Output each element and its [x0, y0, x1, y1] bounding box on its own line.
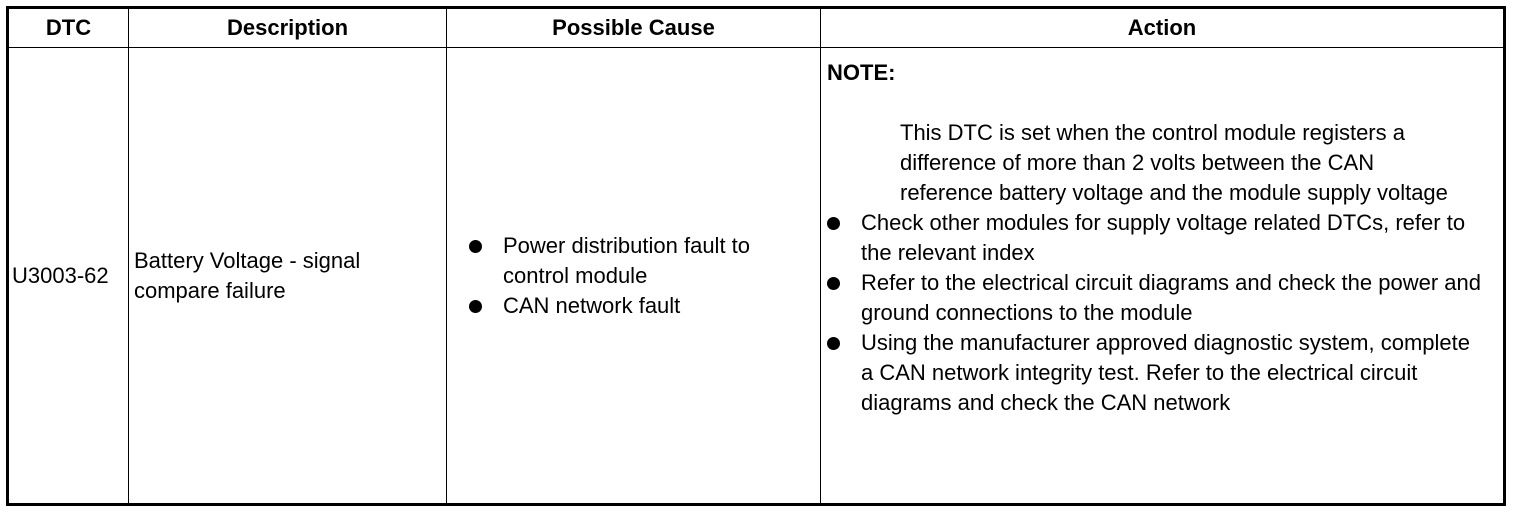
- action-text: Using the manufacturer approved diagnost…: [861, 330, 1470, 415]
- bullet-icon: [469, 239, 482, 253]
- action-list: Check other modules for supply voltage r…: [827, 208, 1483, 418]
- dtc-description: Battery Voltage - signal compare failure: [128, 47, 447, 504]
- list-item: Check other modules for supply voltage r…: [827, 208, 1483, 268]
- possible-cause-text: Power distribution fault to control modu…: [503, 232, 751, 288]
- note-text: This DTC is set when the control module …: [900, 120, 1448, 205]
- table-row: U3003-62 Battery Voltage - signal compar…: [8, 47, 1504, 504]
- header-dtc: DTC: [8, 8, 129, 48]
- action-text: Check other modules for supply voltage r…: [861, 210, 1466, 265]
- possible-cause-cell: Power distribution fault to control modu…: [446, 47, 821, 504]
- bullet-icon: [827, 277, 840, 290]
- dtc-table-container: DTC Description Possible Cause Action U3…: [6, 6, 1506, 506]
- possible-cause-text: CAN network fault: [503, 292, 681, 318]
- header-possible-cause: Possible Cause: [446, 8, 821, 48]
- possible-cause-list: Power distribution fault to control modu…: [469, 231, 820, 321]
- table-header-row: DTC Description Possible Cause Action: [8, 8, 1504, 48]
- dtc-code: U3003-62: [8, 47, 129, 504]
- action-cell: NOTE: This DTC is set when the control m…: [820, 47, 1504, 504]
- dtc-table: DTC Description Possible Cause Action U3…: [8, 8, 1504, 504]
- list-item: Using the manufacturer approved diagnost…: [827, 328, 1483, 418]
- bullet-icon: [827, 217, 840, 230]
- action-text: Refer to the electrical circuit diagrams…: [861, 270, 1481, 325]
- list-item: Refer to the electrical circuit diagrams…: [827, 268, 1483, 328]
- list-item: CAN network fault: [469, 291, 820, 321]
- bullet-icon: [827, 337, 840, 350]
- header-action: Action: [820, 8, 1504, 48]
- list-item: Power distribution fault to control modu…: [469, 231, 820, 291]
- note-label: NOTE:: [827, 60, 896, 85]
- bullet-icon: [469, 299, 482, 313]
- header-description: Description: [128, 8, 447, 48]
